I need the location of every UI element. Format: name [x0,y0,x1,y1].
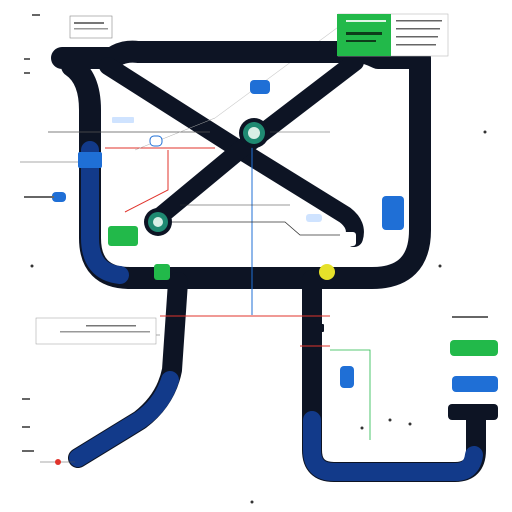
label-line [60,331,150,333]
tick [452,316,488,318]
panel-line [346,20,386,22]
blue-pill-icon[interactable] [250,80,270,94]
dark-pill-icon[interactable] [448,404,498,420]
panel-line [346,40,376,42]
panel-line [346,32,382,35]
connector-line [134,117,216,151]
dot [250,500,254,504]
connector-line [172,221,350,236]
blue-pill-icon[interactable] [382,196,404,230]
label-line [86,325,136,327]
yellow-dot-icon[interactable] [319,264,335,280]
track-diagonal-b [149,53,364,227]
white-marker-icon[interactable] [340,232,356,246]
panel-line [396,20,442,22]
tick [22,426,30,428]
label-line [74,22,104,24]
dot [438,264,442,268]
tick [32,14,40,16]
dot [198,156,202,160]
dot [388,418,392,422]
blue-pill-icon[interactable] [340,366,354,388]
track-lower-right-u-blue [303,411,483,481]
dot [55,459,61,465]
green-pill-icon[interactable] [154,264,170,280]
dark-pill-icon[interactable] [302,324,324,332]
tick [22,398,30,400]
tick [22,450,34,452]
tick [24,58,30,60]
dot [30,264,34,268]
track-frame [51,40,431,289]
dot [360,426,364,430]
tick [24,196,54,198]
label-box [69,15,113,39]
panel-line [396,36,438,38]
blue-pill-icon[interactable] [78,152,102,168]
track-left-vertical [81,141,129,284]
dot [483,130,487,134]
track-lower-left-leg-blue [69,371,179,467]
blue-pill-icon[interactable] [452,376,498,392]
panel-line [396,44,436,46]
tick [24,72,30,74]
white-marker-icon[interactable] [149,135,163,147]
hub-node-icon[interactable] [144,208,172,236]
dot [148,74,152,78]
blue-pill-icon[interactable] [52,192,66,202]
connector-line [330,349,371,440]
guide-line [214,21,346,119]
hub-node-icon[interactable] [239,118,269,148]
green-pill-icon[interactable] [108,226,138,246]
dot [328,182,332,186]
dot [408,422,412,426]
panel-line [396,28,440,30]
white-marker-icon[interactable] [112,117,134,123]
connector-line [124,150,169,213]
green-pill-icon[interactable] [450,340,498,356]
white-marker-icon[interactable] [306,214,322,222]
label-line [74,28,108,30]
